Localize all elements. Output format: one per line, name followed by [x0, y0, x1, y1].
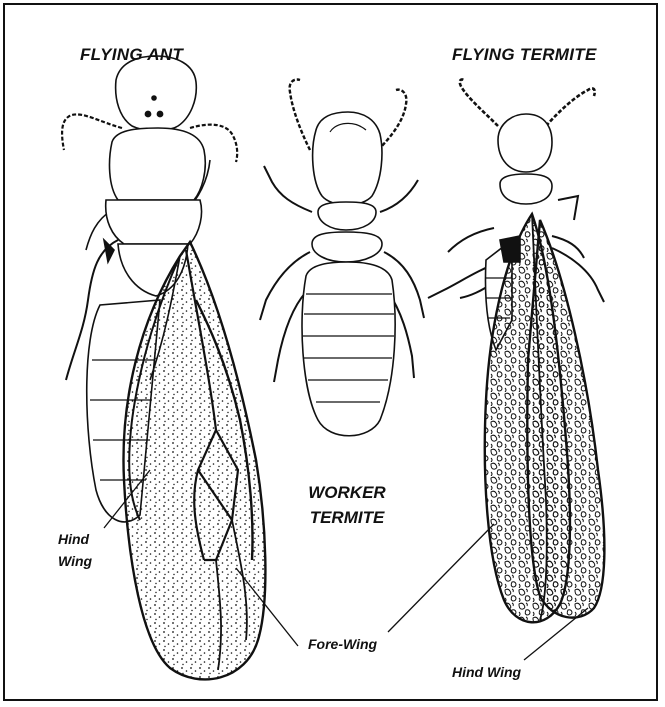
termite-hind-wing-label: Hind Wing — [452, 664, 521, 680]
ant-hind-wing-label-line2: Wing — [58, 550, 92, 572]
ant-hind-wing-label-line1: Hind — [58, 528, 92, 550]
flying-ant-figure — [62, 56, 265, 679]
worker-termite-title-line1: WORKER — [300, 480, 394, 505]
worker-termite-title-line2: TERMITE — [300, 505, 394, 530]
ant-hind-wing-label: Hind Wing — [58, 528, 92, 572]
flying-termite-title: FLYING TERMITE — [452, 45, 597, 65]
worker-termite-title: WORKER TERMITE — [300, 480, 394, 530]
flying-ant-title: FLYING ANT — [80, 45, 183, 65]
flying-termite-figure — [428, 79, 604, 622]
worker-termite-figure — [260, 80, 424, 436]
fore-wing-leader-termite — [388, 524, 494, 632]
fore-wing-label: Fore-Wing — [308, 636, 377, 652]
